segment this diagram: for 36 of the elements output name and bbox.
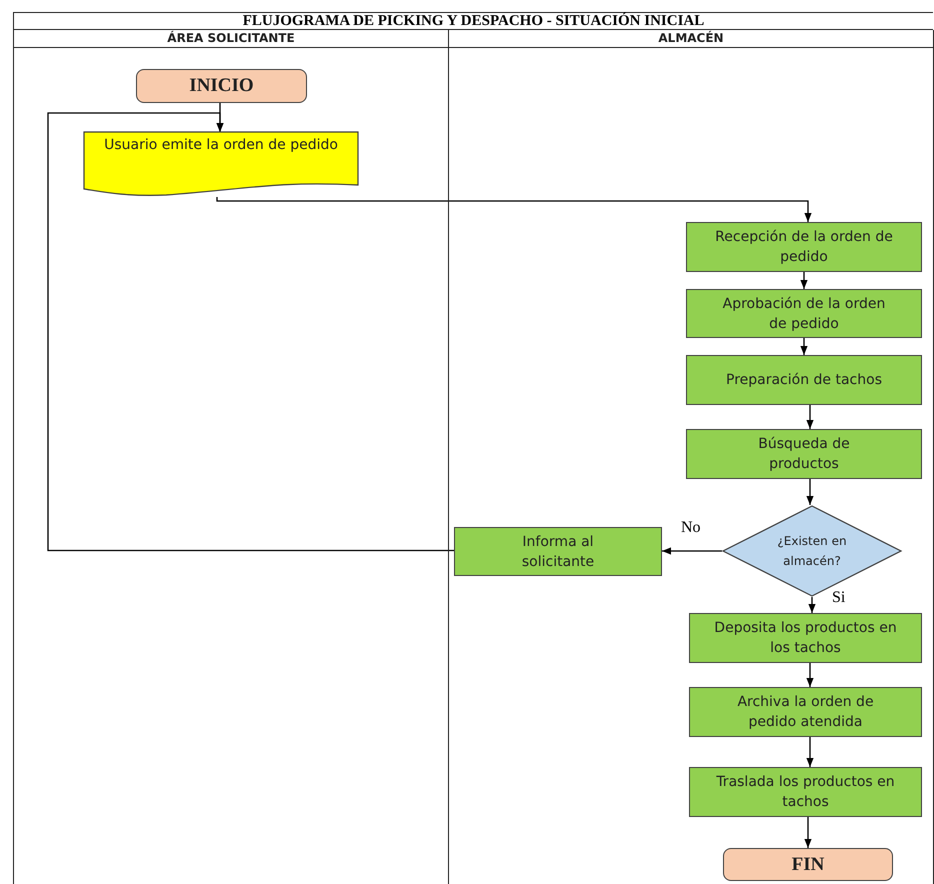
step-label: Aprobación de la orden de pedido — [722, 294, 886, 334]
arrow — [800, 272, 808, 289]
terminal-box — [136, 69, 307, 103]
process-box — [454, 527, 662, 576]
step-label: FIN — [790, 854, 826, 874]
step-label: INICIO — [188, 76, 255, 96]
step-label: Usuario emite la orden de pedido — [103, 136, 339, 155]
step-label: Recepción de la orden de pedido — [714, 228, 894, 267]
process-box — [689, 613, 922, 663]
arrow — [662, 547, 722, 555]
process-box — [686, 289, 922, 338]
step-label: Búsqueda de productos — [757, 435, 851, 474]
arrow — [808, 597, 816, 613]
arrow — [47, 112, 454, 552]
process-box — [686, 355, 922, 405]
decision-label: ¿Existen en almacén? — [776, 533, 848, 570]
process-box — [689, 767, 922, 817]
arrow — [804, 817, 812, 848]
arrow — [806, 479, 814, 505]
diagram-title: FLUJOGRAMA DE PICKING Y DESPACHO - SITUACIÓN INICIAL — [13, 12, 933, 30]
step-label: Informa al solicitante — [520, 532, 596, 572]
step-label: Traslada los productos en tachos — [715, 773, 896, 812]
arrow — [806, 405, 814, 429]
arrow — [806, 737, 814, 767]
step-label: Archiva la orden de pedido atendida — [736, 693, 875, 732]
arrow — [800, 338, 808, 355]
arrow — [806, 663, 814, 687]
lane-header: ALMACÉN — [449, 30, 933, 48]
step-label: Deposita los productos en los tachos — [713, 619, 898, 658]
arrow — [216, 196, 812, 222]
process-box — [686, 222, 922, 272]
lane-header: ÁREA SOLICITANTE — [14, 30, 448, 48]
process-box — [686, 429, 922, 479]
process-box — [689, 687, 922, 737]
terminal-box — [723, 848, 893, 881]
step-label: Preparación de tachos — [725, 371, 883, 390]
